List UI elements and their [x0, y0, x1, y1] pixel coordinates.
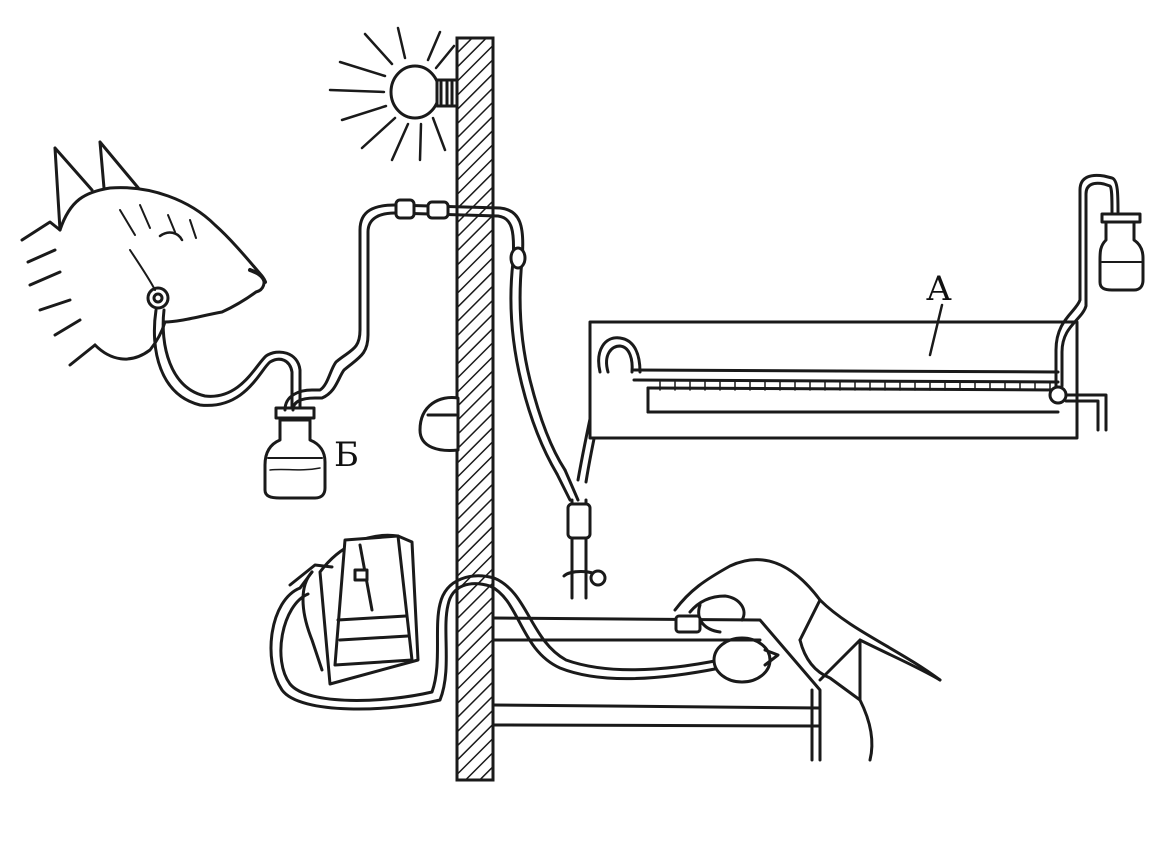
label-a: А	[926, 269, 952, 309]
measuring-board	[588, 173, 1120, 440]
light-bulb-icon	[328, 26, 459, 162]
upper-tube	[393, 198, 610, 600]
lower-tube	[269, 574, 780, 711]
dog-head-icon	[20, 140, 267, 367]
experimenter-hand	[673, 558, 942, 762]
partition-wall	[455, 36, 495, 782]
metronome-icon	[288, 533, 420, 686]
saliva-tube	[152, 308, 302, 462]
label-b: Б	[334, 435, 359, 475]
collection-flask-b	[263, 203, 397, 500]
experimenter-table	[491, 616, 822, 762]
reservoir-jar	[1098, 212, 1145, 292]
wall-bell-knob	[418, 395, 460, 452]
